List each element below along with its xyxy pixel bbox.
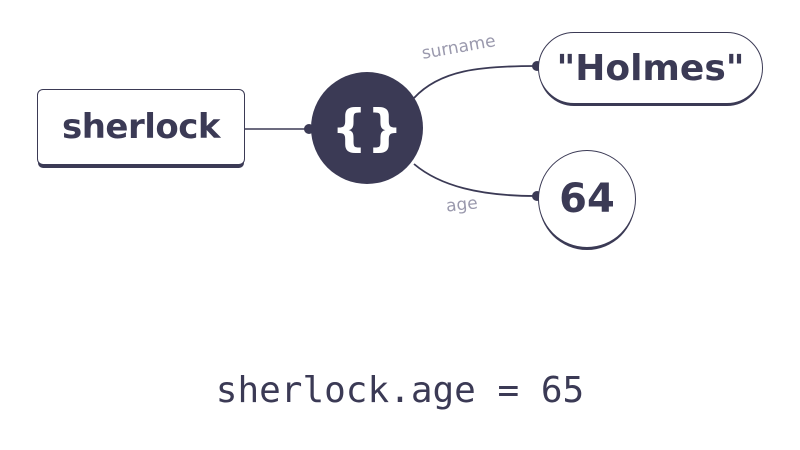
- string-value: "Holmes": [556, 47, 745, 89]
- property-label-age: age: [445, 193, 479, 217]
- variable-node: sherlock: [37, 89, 245, 165]
- number-value: 64: [559, 176, 615, 222]
- curly-braces-icon: {}: [331, 99, 403, 157]
- code-statement: sherlock.age = 65: [215, 370, 585, 411]
- object-node: {}: [311, 72, 423, 184]
- number-value-node: 64: [538, 150, 636, 248]
- variable-name: sherlock: [61, 107, 221, 147]
- string-value-node: "Holmes": [538, 32, 763, 104]
- surname-wire: [413, 65, 537, 99]
- object-diagram: sherlock {} surname age "Holmes" 64: [37, 31, 763, 248]
- age-wire: [413, 163, 537, 197]
